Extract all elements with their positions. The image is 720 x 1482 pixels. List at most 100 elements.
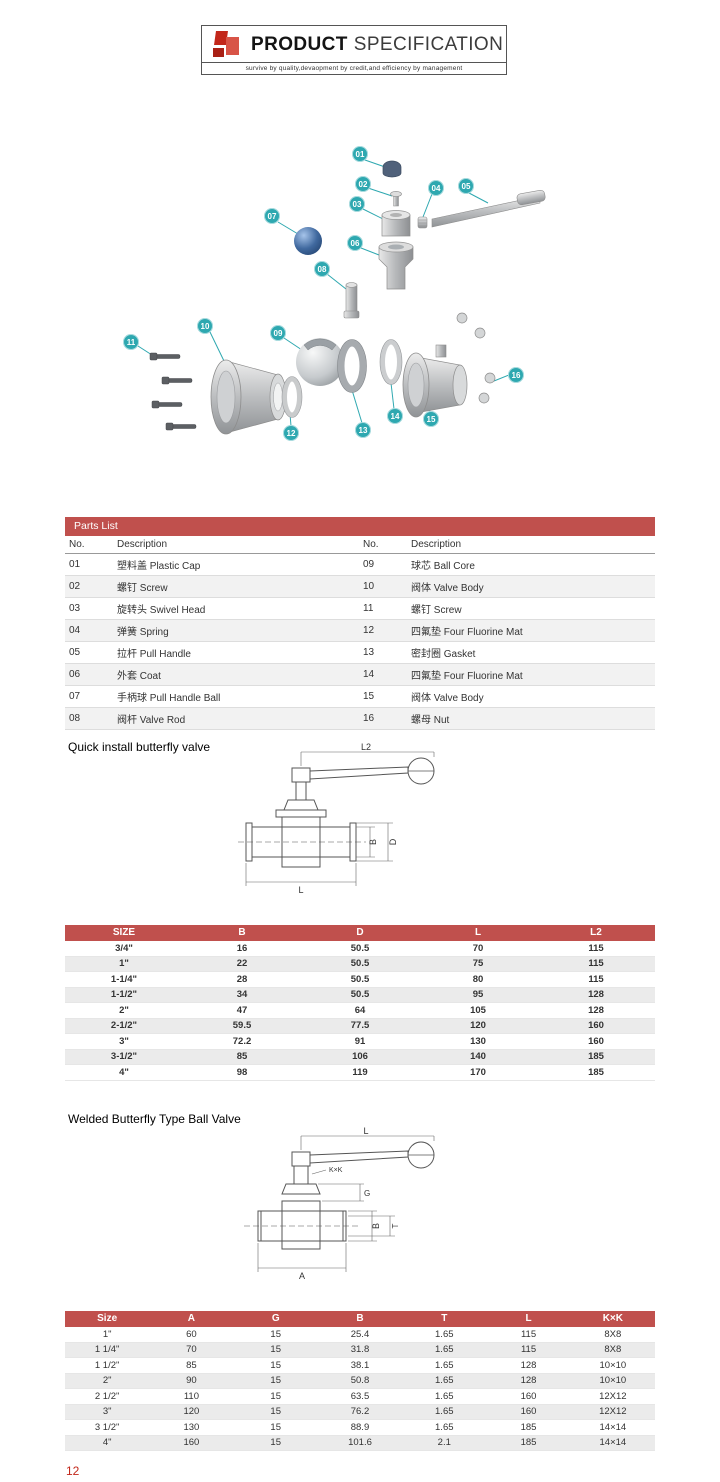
table-cell: 06 [65, 663, 113, 686]
column-header: B [317, 1311, 403, 1327]
table-cell: 110 [149, 1388, 234, 1405]
dim-label-kxk: K×K [329, 1167, 343, 1174]
table-cell: 球芯 Ball Core [407, 553, 655, 576]
callout-12: 12 [283, 425, 299, 441]
column-header: L [419, 925, 537, 941]
table-cell: 160 [486, 1388, 571, 1405]
column-header: Description [113, 536, 359, 554]
table-cell: 13 [359, 641, 407, 664]
table-cell: 140 [419, 1049, 537, 1065]
table-cell: 28 [183, 971, 301, 988]
part-valve-body-left [210, 359, 287, 435]
dim-label-l: L [298, 885, 303, 895]
part-fluorine-mat-right [379, 339, 403, 385]
column-header: Description [407, 536, 655, 554]
page-number: 12 [66, 1464, 80, 1478]
table-cell: 130 [149, 1419, 234, 1436]
table-cell: 8X8 [570, 1327, 655, 1343]
table-cell: 76.2 [317, 1404, 403, 1420]
table-cell: 08 [65, 707, 113, 730]
table-cell: 75 [419, 956, 537, 972]
table-cell: 15 [233, 1388, 318, 1405]
dim-label-d: D [388, 838, 398, 845]
table-cell: 12 [359, 619, 407, 642]
callout-02: 02 [355, 176, 371, 192]
table-cell: 07 [65, 685, 113, 708]
table-cell: 185 [486, 1419, 571, 1436]
table-cell: 12X12 [570, 1404, 655, 1420]
callout-03: 03 [349, 196, 365, 212]
column-header: Size [65, 1311, 150, 1327]
table-cell: 3" [65, 1404, 150, 1420]
table-cell: 01 [65, 553, 113, 576]
callout-07: 07 [264, 208, 280, 224]
part-valve-body-right [402, 344, 468, 418]
table-cell: 115 [537, 971, 655, 988]
table-cell: 15 [233, 1419, 318, 1436]
table-cell: 128 [486, 1373, 571, 1389]
title-secondary: SPECIFICATION [353, 33, 504, 55]
table-cell: 04 [65, 619, 113, 642]
dim-label-g: G [364, 1189, 370, 1198]
part-valve-rod [343, 282, 360, 319]
column-header: No. [65, 536, 113, 554]
table-cell: 130 [419, 1033, 537, 1050]
part-screw-top [390, 191, 402, 207]
column-header: G [233, 1311, 318, 1327]
table-cell: 106 [301, 1049, 419, 1065]
table-cell: 阀体 Valve Body [407, 685, 655, 708]
table-cell: 4" [65, 1064, 183, 1081]
table-cell: 阀体 Valve Body [407, 575, 655, 598]
callout-04: 04 [428, 180, 444, 196]
column-header: SIZE [65, 925, 183, 941]
dim-label-t: T [391, 1223, 400, 1228]
table-cell: 1" [65, 956, 183, 972]
table-cell: 128 [537, 1002, 655, 1019]
part-fluorine-mat-left [281, 376, 303, 418]
table-cell: 50.5 [301, 987, 419, 1003]
table-cell: 2-1/2" [65, 1018, 183, 1034]
table-cell: 15 [233, 1435, 318, 1451]
callout-05: 05 [458, 178, 474, 194]
table-cell: 185 [537, 1064, 655, 1081]
table-cell: 1" [65, 1327, 150, 1343]
table-cell: 四氟垫 Four Fluorine Mat [407, 619, 655, 642]
table-cell: 1.65 [402, 1357, 487, 1374]
callout-08: 08 [314, 261, 330, 277]
table-cell: 95 [419, 987, 537, 1003]
table-cell: 120 [149, 1404, 234, 1420]
part-nuts [456, 312, 496, 404]
table-cell: 3-1/2" [65, 1049, 183, 1065]
logo-shape-3 [213, 48, 224, 57]
table-cell: 128 [537, 987, 655, 1003]
table-cell: 31.8 [317, 1342, 403, 1358]
table-cell: 63.5 [317, 1388, 403, 1405]
table-cell: 98 [183, 1064, 301, 1081]
table-cell: 10 [359, 575, 407, 598]
callout-13: 13 [355, 422, 371, 438]
table-cell: 1.65 [402, 1388, 487, 1405]
table-cell: 185 [486, 1435, 571, 1451]
table-cell: 90 [149, 1373, 234, 1389]
table-cell: 15 [233, 1342, 318, 1358]
table-cell: 119 [301, 1064, 419, 1081]
table-cell: 38.1 [317, 1357, 403, 1374]
table-cell: 14 [359, 663, 407, 686]
